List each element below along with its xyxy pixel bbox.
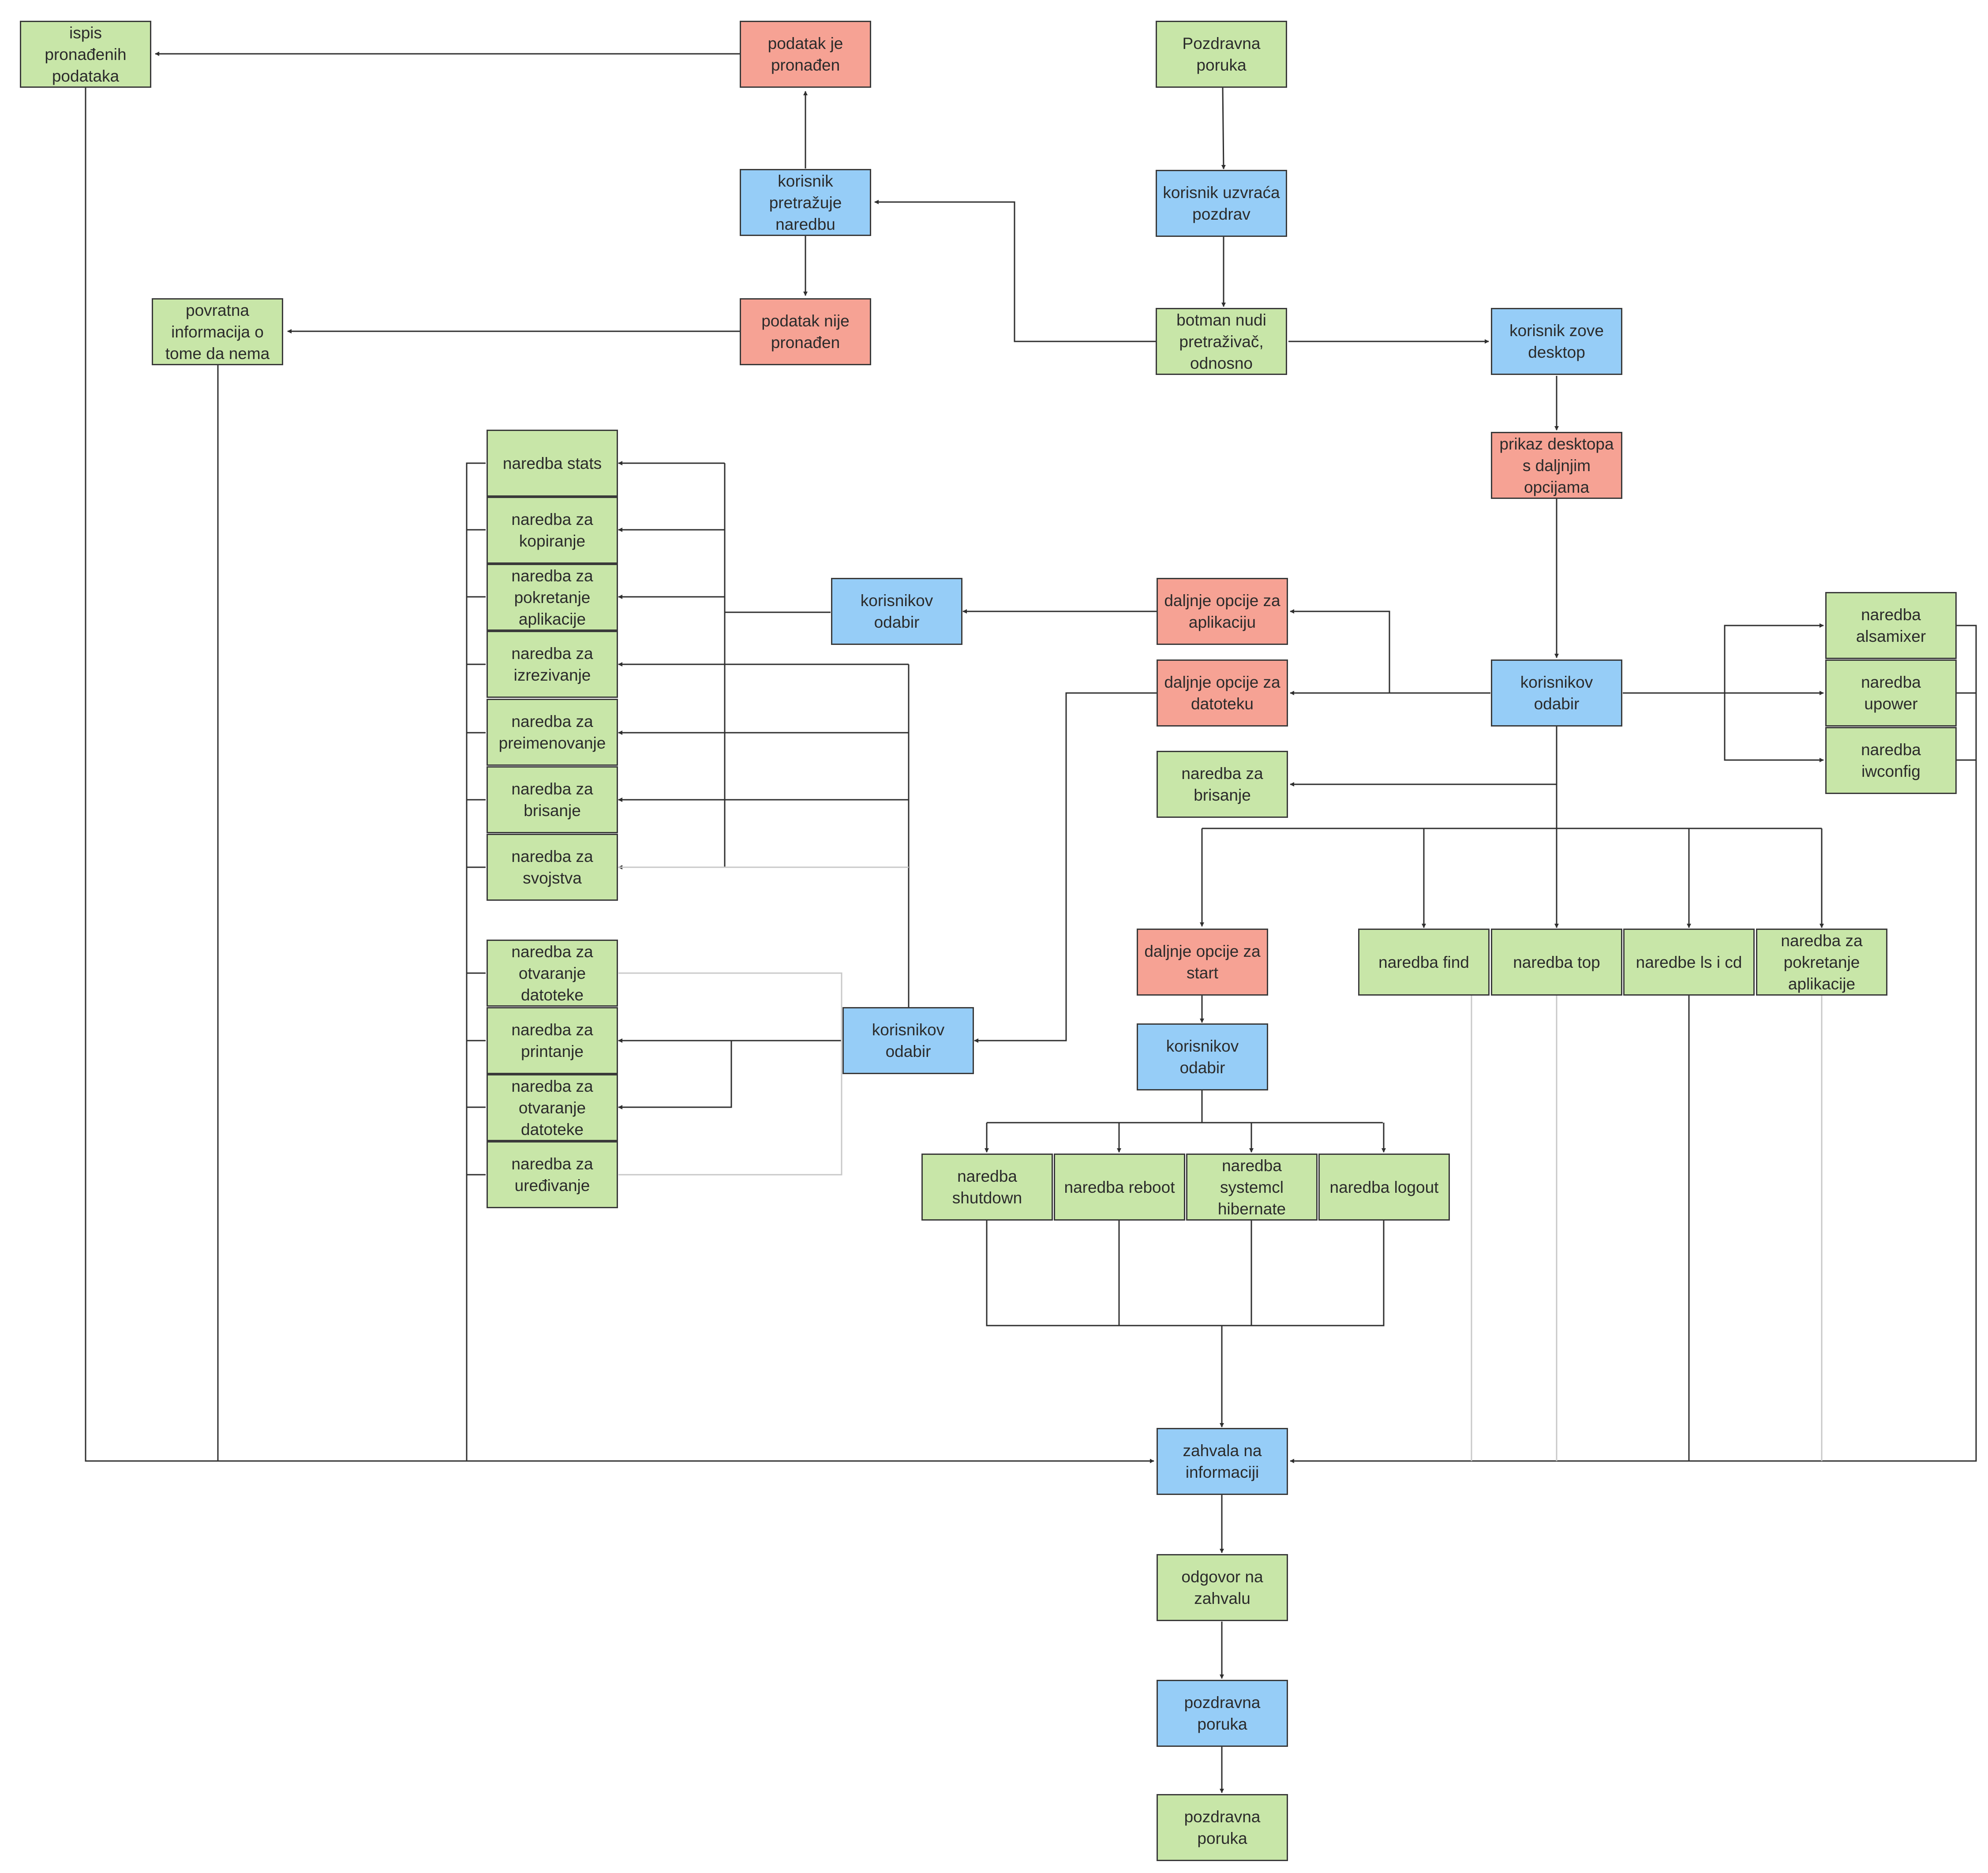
node-korisnik-pretrazuje-naredbu: korisnik pretražuje naredbu [740,169,871,236]
faint-otvaranje-loop [618,972,842,1176]
edge-odabir3-bus [987,1090,1383,1124]
edge-odabir-bus [1202,726,1822,829]
edge-odabir-to-aplikacija [1290,609,1490,694]
edge-left-collector [85,87,1154,1463]
node-korisnikov-odabir-main: korisnikov odabir [1491,659,1622,727]
node-prikaz-desktopa: prikaz desktopa s daljnjim opcijama [1491,432,1622,499]
node-naredba-iwconfig: naredba iwconfig [1825,727,1957,794]
edge-odabir-to-brisanje [1290,726,1557,787]
node-naredba-upower: naredba upower [1825,659,1957,727]
node-daljnje-opcije-datoteka: daljnje opcije za datoteku [1157,659,1288,727]
node-naredba-stats: naredba stats [487,430,618,497]
node-korisnik-uzvraca-pozdrav: korisnik uzvraća pozdrav [1156,170,1287,237]
node-pozdravna-poruka-end: pozdravna poruka [1157,1794,1288,1861]
node-naredba-brisanje-left: naredba za brisanje [487,766,618,833]
node-botman-nudi-pretrazivac: botman nudi pretraživač, odnosno [1156,308,1287,375]
node-naredba-systemcl-hibernate: naredba systemcl hibernate [1186,1154,1318,1221]
edge-datoteka-to-odabir2 [974,692,1157,1043]
node-povratna-informacija: povratna informacija o tome da nema [152,298,283,365]
edge-botman-to-pretrazuje [874,200,1157,342]
node-naredba-pokretanje-aplikacije-left: naredba za pokretanje aplikacije [487,564,618,631]
node-daljnje-opcije-aplikacija: daljnje opcije za aplikaciju [1157,578,1288,645]
node-naredba-uredivanje: naredba za uređivanje [487,1141,618,1208]
node-naredba-kopiranje: naredba za kopiranje [487,497,618,564]
node-odgovor-na-zahvalu: odgovor na zahvalu [1157,1554,1288,1621]
node-naredba-otvaranje-datoteke-2: naredba za otvaranje datoteke [487,1074,618,1141]
edge-right-collector [1290,625,1977,1463]
node-naredba-pokretanje-aplikacije-right: naredba za pokretanje aplikacije [1756,929,1887,996]
node-naredba-brisanje-mid: naredba za brisanje [1157,751,1288,818]
edge-left-commands-rail [466,462,486,1461]
edge-odabir1-bus [724,463,831,867]
node-naredba-top: naredba top [1491,929,1622,996]
node-korisnik-zove-desktop: korisnik zove desktop [1491,308,1622,375]
node-korisnikov-odabir-datoteka: korisnikov odabir [842,1007,974,1074]
node-naredbe-ls-i-cd: naredbe ls i cd [1623,929,1755,996]
edge-pozdravna-to-uzvraca [1221,87,1226,169]
node-zahvala-na-informaciji: zahvala na informaciji [1157,1428,1288,1495]
node-daljnje-opcije-start: daljnje opcije za start [1137,929,1268,996]
node-naredba-preimenovanje: naredba za preimenovanje [487,699,618,766]
edge-odabir2-to-otvaranje2 [618,1041,732,1109]
node-naredba-find: naredba find [1358,929,1490,996]
node-naredba-shutdown: naredba shutdown [921,1154,1053,1221]
node-naredba-reboot: naredba reboot [1054,1154,1185,1221]
edge-odabir-to-alsamixer [1623,623,1824,694]
node-pozdravna-poruka-blue: pozdravna poruka [1157,1680,1288,1747]
node-podatak-nije-pronaden: podatak nije pronađen [740,298,871,365]
node-naredba-logout: naredba logout [1318,1154,1450,1221]
node-korisnikov-odabir-aplikacija: korisnikov odabir [831,578,962,645]
edge-upower-right [1956,692,1976,761]
edge-odabir-to-iwconfig [1724,693,1824,762]
node-pozdravna-poruka-start: Pozdravna poruka [1156,21,1287,88]
node-naredba-izrezivanje: naredba za izrezivanje [487,631,618,698]
node-naredba-alsamixer: naredba alsamixer [1825,592,1957,659]
node-naredba-otvaranje-datoteke-1: naredba za otvaranje datoteke [487,940,618,1007]
node-naredba-svojstva: naredba za svojstva [487,834,618,901]
node-naredba-printanje: naredba za printanje [487,1007,618,1074]
node-ispis-pronadenih-podataka: ispis pronađenih podataka [20,21,151,88]
edge-power-merge [986,1221,1385,1427]
node-korisnikov-odabir-start: korisnikov odabir [1137,1023,1268,1090]
node-podatak-je-pronaden: podatak je pronađen [740,21,871,88]
